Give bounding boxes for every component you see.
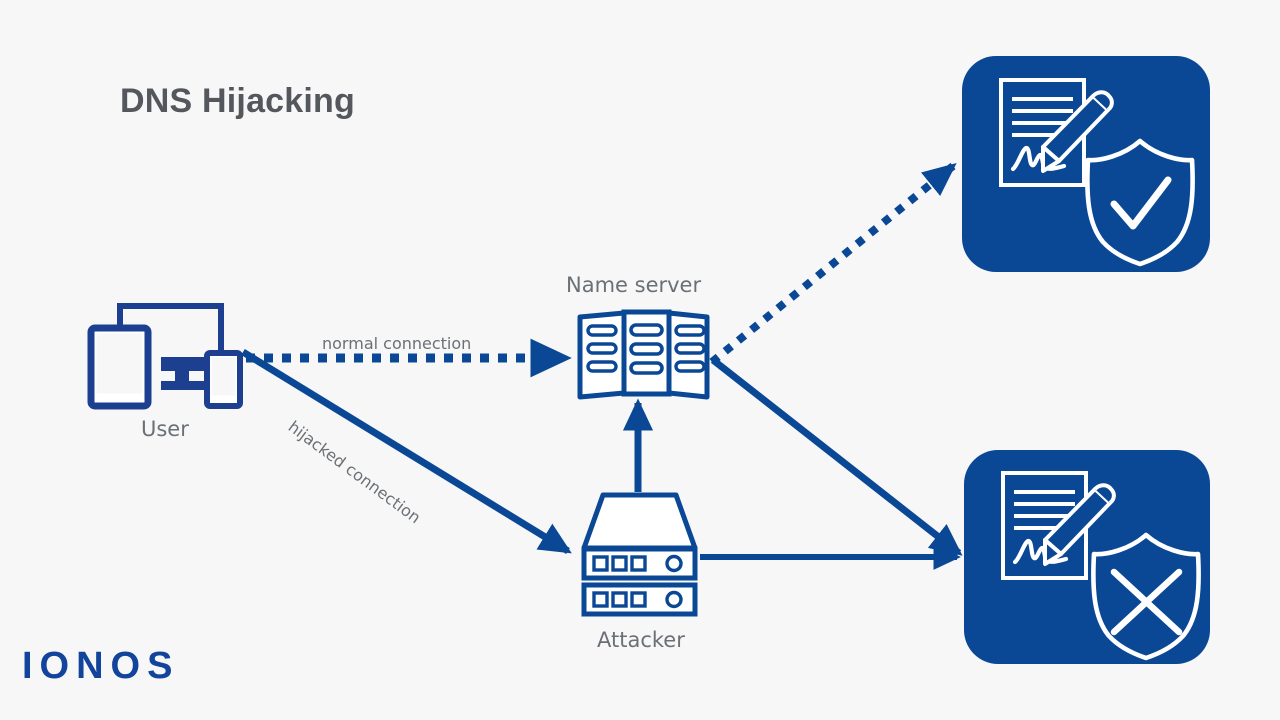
server-rack-icon (577, 309, 710, 400)
shield-cross-icon (1091, 532, 1201, 661)
pen-icon (1041, 90, 1114, 173)
node-label-attacker: Attacker (597, 628, 685, 652)
signed-document-shield-check-icon (962, 56, 1210, 272)
edge-nameserver-to-fake (710, 357, 963, 556)
edge-label-normal-connection: normal connection (322, 334, 472, 353)
pen-icon (1043, 483, 1116, 566)
shield-check-icon (1085, 138, 1195, 267)
check-mark (1110, 176, 1172, 230)
node-label-user: User (141, 417, 189, 441)
edge-hijacked-connection (241, 349, 572, 554)
node-label-name-server: Name server (566, 273, 702, 297)
edge-nameserver-to-legit (709, 162, 957, 366)
signed-document-shield-cross-icon (964, 450, 1210, 664)
page-title: DNS Hijacking (120, 82, 355, 120)
attacker-server-icon (581, 492, 698, 617)
cross-mark (1110, 568, 1183, 636)
devices-icon (87, 303, 243, 410)
ionos-logo: IONOS (22, 645, 180, 687)
